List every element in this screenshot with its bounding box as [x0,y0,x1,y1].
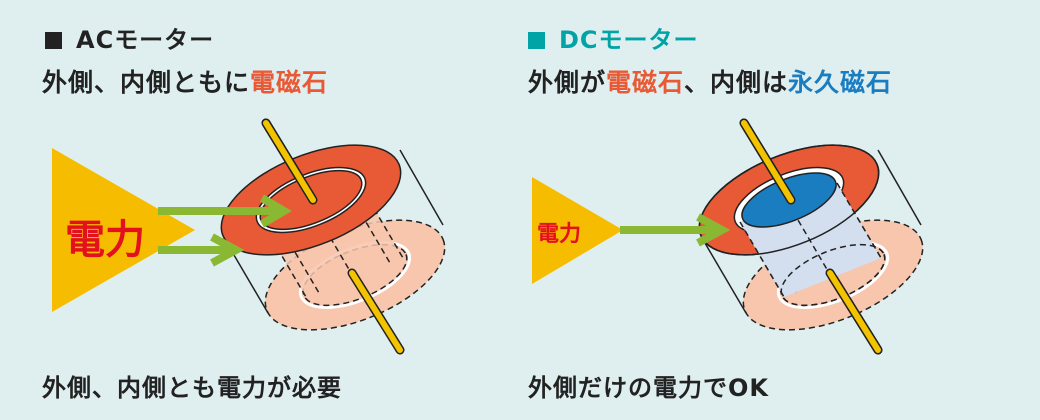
ac-power-label: 電力 [65,217,145,263]
dc-subtitle-highlight-red: 電磁石 [606,68,685,97]
ac-subtitle: 外側、内側ともに電磁石 [42,63,328,99]
ac-subtitle-part: 外側、内側ともに [42,68,251,97]
dc-title: DCモーター [528,20,699,55]
ac-title: ACモーター [45,20,214,55]
ac-square-icon [45,32,62,49]
ac-motor-illustration [206,123,460,353]
ac-title-text: ACモーター [76,26,215,54]
dc-subtitle-highlight-blue: 永久磁石 [788,68,893,97]
ac-power-arrows [158,194,292,267]
dc-title-text: DCモーター [559,26,699,54]
dc-motor-illustration [684,123,938,353]
dc-square-icon [528,32,545,49]
ac-subtitle-highlight: 電磁石 [250,68,329,97]
ac-power-triangle [52,148,195,312]
dc-footer: 外側だけの電力でOK [528,374,769,402]
dc-power-label: 電力 [537,222,582,247]
dc-subtitle: 外側が電磁石、内側は永久磁石 [528,63,892,99]
ac-footer: 外側、内側とも電力が必要 [42,374,342,402]
dc-subtitle-part: 外側が [528,68,607,97]
dc-power-arrow [620,213,731,247]
dc-subtitle-part: 、内側は [684,68,789,97]
dc-power-triangle [532,177,623,284]
